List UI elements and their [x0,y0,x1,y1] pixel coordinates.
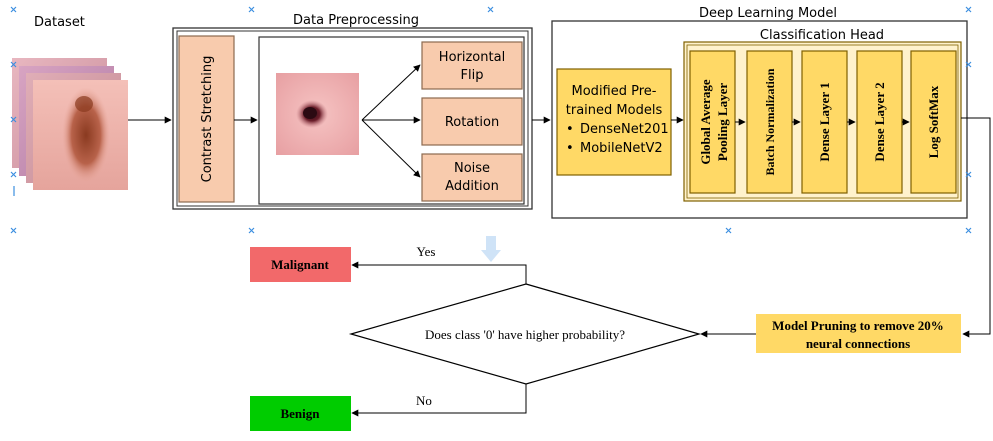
decision-section: Does class '0' have higher probability? … [348,244,702,417]
pruning-line1: Model Pruning to remove 20% [772,318,944,333]
pretrained-models-box [556,68,672,176]
decision-no-label: No [416,393,432,408]
arrow-to-flip [361,64,421,121]
dataset-label: Dataset [34,15,85,30]
decision-yes-label: Yes [417,244,436,259]
preprocessing-title: Data Preprocessing [293,13,419,28]
drop-indicator-icon [481,236,501,262]
layer-global-average-pooling [689,50,736,194]
arrow-to-malignant [351,261,527,284]
layer-dense-1 [801,50,848,194]
layer-gap-line1: Global Average [698,79,713,165]
selection-marker [965,171,972,178]
arrow-to-noise [361,119,421,178]
layer-log-softmax [910,50,957,194]
selection-marker [965,6,972,13]
preprocessing-sample-image [276,73,359,155]
selection-marker [965,227,972,234]
aug-rotation-box [421,97,523,146]
layer-logsoftmax-label: Log SoftMax [926,85,941,158]
decision-question: Does class '0' have higher probability? [425,327,625,342]
aug-noise-addition-line1: Noise [454,161,490,176]
malignant-label: Malignant [271,257,329,272]
aug-horizontal-flip-line2: Flip [461,68,484,83]
selection-marker [965,61,972,68]
selection-marker [10,171,17,178]
layer-dense1-label: Dense Layer 1 [817,82,832,161]
selection-marker [10,61,17,68]
outputs-section: Malignant Benign [250,247,351,431]
selection-markers [10,6,972,234]
preprocessing-section: Data Preprocessing Contrast Stretching H… [172,13,533,210]
layer-gap-line2: Pooling Layer [715,83,730,162]
pruning-section: Model Pruning to remove 20% neural conne… [756,314,961,353]
classification-head-title: Classification Head [760,28,884,43]
malignant-box [250,247,351,282]
selection-marker [725,227,732,234]
pretrained-bullet-2: • [566,141,574,156]
layer-dense2-label: Dense Layer 2 [872,82,887,161]
aug-rotation-label: Rotation [445,115,499,130]
aug-noise-addition-box [421,153,523,202]
dataset-image-stack [12,58,128,190]
pruning-box [756,314,961,353]
dataset-section: Dataset [12,15,128,190]
pretrained-bullet-1: • [566,122,574,137]
contrast-stretching-box [178,35,235,203]
benign-label: Benign [280,406,320,421]
selection-marker [248,227,255,234]
arrow-model-to-pruning [961,117,991,338]
selection-marker [10,116,17,123]
pretrained-item-mobilenet: MobileNetV2 [580,141,663,156]
selection-marker [248,6,255,13]
classification-head-inner [686,44,959,199]
benign-box [250,396,351,431]
selection-marker [10,227,17,234]
selection-marker [487,6,494,13]
aug-noise-addition-line2: Addition [445,179,499,194]
arrow-to-benign [351,384,527,417]
selection-marker [10,6,17,13]
aug-horizontal-flip-line1: Horizontal [439,50,505,65]
model-title: Deep Learning Model [699,6,837,21]
pretrained-item-densenet: DenseNet201 [580,122,669,137]
model-section: Deep Learning Model Modified Pre- traine… [551,6,968,219]
preprocessing-inner-box [176,30,529,207]
contrast-stretching-label: Contrast Stretching [200,56,215,183]
pruning-line2: neural connections [806,336,910,351]
pretrained-line1: Modified Pre- [572,84,657,99]
pretrained-line2: trained Models [566,103,663,118]
layer-batch-normalization [746,50,793,194]
aug-horizontal-flip-box [421,41,523,90]
layer-batchnorm-label: Batch Normalization [763,68,777,175]
